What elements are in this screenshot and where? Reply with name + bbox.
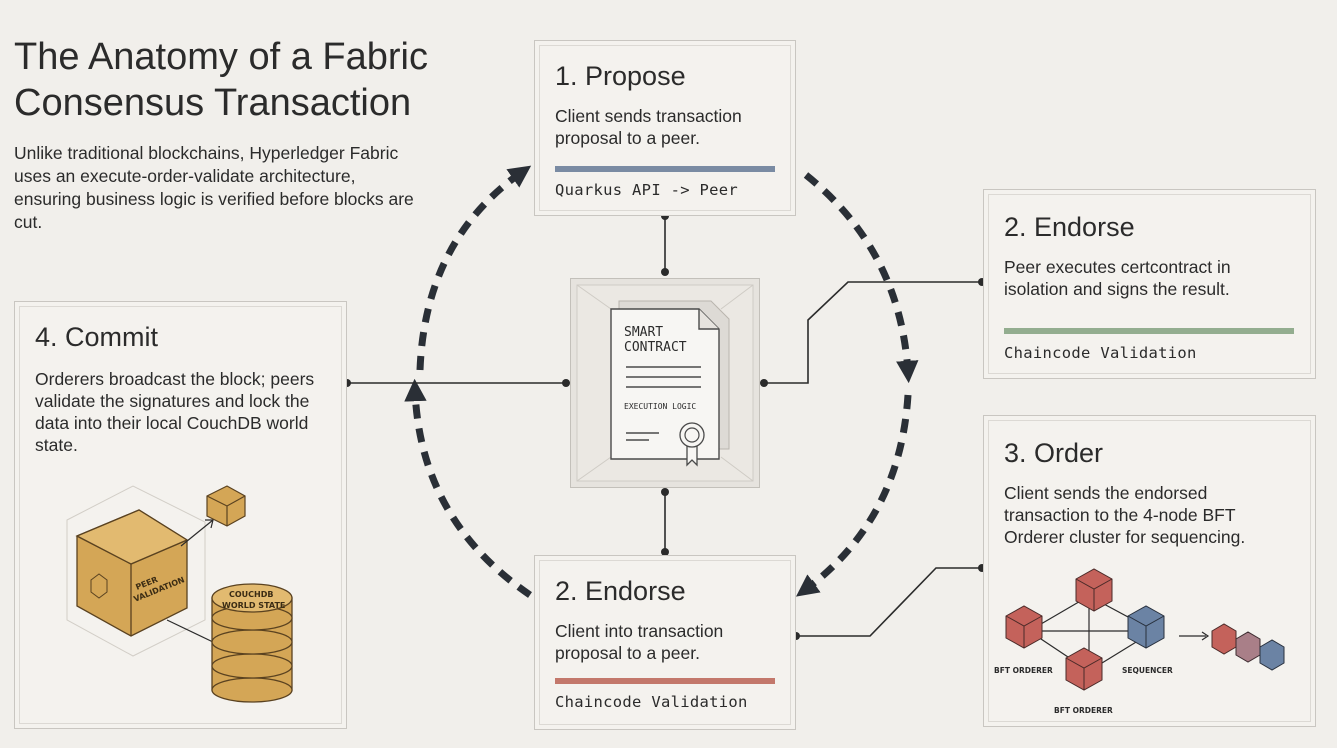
arrow-order-to-commit <box>404 378 532 598</box>
bft-orderer-left-label: BFT ORDERER <box>994 666 1053 675</box>
peer-validation-illustration: PEER VALIDATION COUCHDB WORLD STATE <box>66 485 293 703</box>
step-commit-card: 4. Commit Orderers broadcast the block; … <box>14 301 347 729</box>
db-label-line1: COUCHDB <box>229 590 273 599</box>
step-endorse-bottom-description: Client into transaction proposal to a pe… <box>555 621 724 663</box>
page-title: The Anatomy of a Fabric Consensus Transa… <box>14 36 428 124</box>
step-endorse-description: Peer executes certcontract in isolation … <box>1004 257 1231 299</box>
step-endorse-bottom-accent-bar <box>555 678 775 684</box>
step-commit-title: 4. Commit <box>35 322 159 352</box>
step-propose-card: 1. Propose Client sends transaction prop… <box>534 40 796 216</box>
document-heading-line2: CONTRACT <box>624 340 687 355</box>
step-propose-accent-bar <box>555 166 775 172</box>
step-endorse-card: 2. Endorse Peer executes certcontract in… <box>983 189 1316 379</box>
block-chain-icon <box>1211 623 1285 671</box>
cycle-arrows <box>404 165 919 598</box>
step-endorse-bottom-code: Chaincode Validation <box>555 693 748 711</box>
document-caption: EXECUTION LOGIC <box>624 402 696 411</box>
bft-orderer-cluster-illustration: BFT ORDERER SEQUENCER BFT ORDERER <box>994 568 1285 715</box>
step-endorse-bottom-card: 2. Endorse Client into transaction propo… <box>534 555 796 730</box>
peer-validation-cube-icon: PEER VALIDATION <box>75 509 189 637</box>
arrow-propose-to-endorse <box>803 172 919 384</box>
connector-lines <box>347 216 982 637</box>
orderer-node-left <box>1005 605 1043 649</box>
step-endorse-accent-bar <box>1004 328 1294 334</box>
step-endorse-title: 2. Endorse <box>1004 212 1135 242</box>
step-commit-description: Orderers broadcast the block; peers vali… <box>35 369 315 455</box>
sequencer-node <box>1127 605 1165 649</box>
step-propose-code: Quarkus API -> Peer <box>555 181 739 199</box>
arrow-endorse-to-order <box>795 394 912 597</box>
orderer-node-top <box>1075 568 1113 612</box>
smart-contract-document-icon: SMART CONTRACT EXECUTION LOGIC <box>576 284 754 482</box>
step-endorse-bottom-title: 2. Endorse <box>555 576 686 606</box>
step-order-description: Client sends the endorsed transaction to… <box>1004 483 1246 547</box>
smart-contract-panel: SMART CONTRACT EXECUTION LOGIC <box>570 278 760 488</box>
orderer-node-bottom <box>1065 647 1103 691</box>
couchdb-database-icon: COUCHDB WORLD STATE <box>211 583 293 703</box>
sequencer-label: SEQUENCER <box>1122 666 1173 675</box>
intro-paragraph: Unlike traditional blockchains, Hyperled… <box>14 143 414 232</box>
step-order-title: 3. Order <box>1004 438 1104 468</box>
db-label-line2: WORLD STATE <box>222 601 285 610</box>
step-order-card: 3. Order Client sends the endorsed trans… <box>983 415 1316 727</box>
small-cube-icon <box>206 485 246 527</box>
step-endorse-code: Chaincode Validation <box>1004 344 1197 362</box>
step-propose-description: Client sends transaction proposal to a p… <box>555 106 742 148</box>
document-heading-line1: SMART <box>624 325 663 340</box>
step-propose-title: 1. Propose <box>555 61 686 91</box>
arrow-commit-to-propose <box>416 165 532 371</box>
bft-orderer-bottom-label: BFT ORDERER <box>1054 706 1113 715</box>
certificate-seal-icon <box>679 422 705 467</box>
